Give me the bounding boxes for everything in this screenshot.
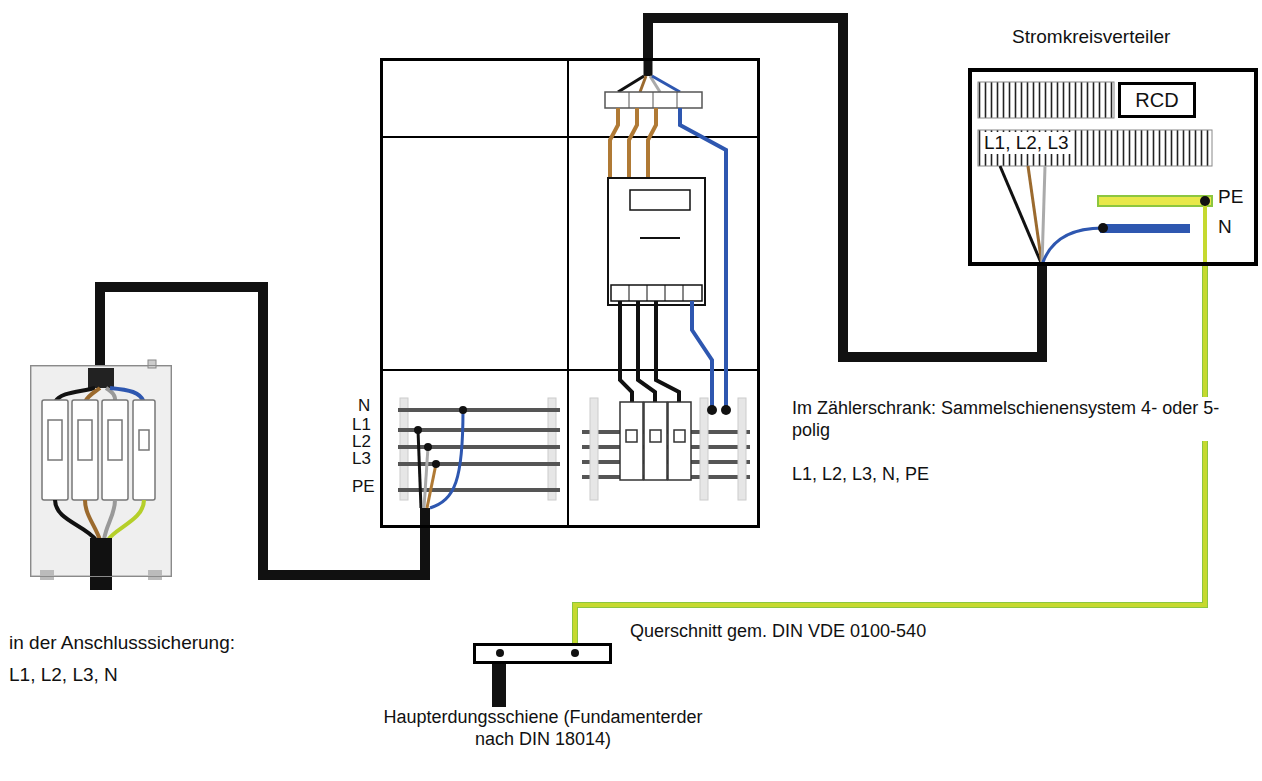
cable-connector: [100, 287, 425, 575]
edge-label: Querschnitt gem. DIN VDE 0100-540: [628, 620, 928, 642]
cabinet-conductors: L1, L2, L3, N, PE: [790, 463, 931, 485]
distribution-board-drawing: [978, 82, 1212, 265]
cabinet-note: Im Zählerschrank: Sammelschienensystem 4…: [790, 397, 1249, 441]
busbar-label: L2: [352, 433, 371, 450]
fuse-box: in der Anschlusssicherung:L1, L2, L3, N: [30, 365, 172, 577]
rcd-label: RCD: [1135, 89, 1179, 111]
board-title: Stromkreisverteiler: [1012, 26, 1170, 48]
busbar-label: PE: [352, 478, 375, 495]
cable-connector: [575, 266, 1205, 643]
meter-cabinet-drawing: [380, 58, 760, 527]
rcd-box: RCD: [1118, 82, 1196, 118]
phase-label: L1, L2, L3: [982, 132, 1071, 154]
busbar-label: L1: [352, 416, 371, 433]
earthing-caption: Haupterdungsschiene (Fundamenterder nach…: [383, 706, 703, 750]
n-label: N: [1218, 216, 1232, 238]
fuse-conductors: L1, L2, L3, N: [9, 664, 118, 686]
distribution-board: StromkreisverteilerL1, L2, L3PENRCD: [968, 68, 1258, 266]
busbar-label: L3: [352, 450, 371, 467]
busbar-label: N: [358, 397, 370, 414]
meter-cabinet: Im Zählerschrank: Sammelschienensystem 4…: [380, 58, 760, 528]
earthing-bar-drawing: [492, 649, 579, 707]
earthing-bar: Haupterdungsschiene (Fundamenterder nach…: [473, 643, 612, 664]
fuse-caption: in der Anschlusssicherung:: [9, 632, 235, 654]
pe-label: PE: [1218, 186, 1243, 208]
fuse-box-drawing: [31, 360, 171, 590]
